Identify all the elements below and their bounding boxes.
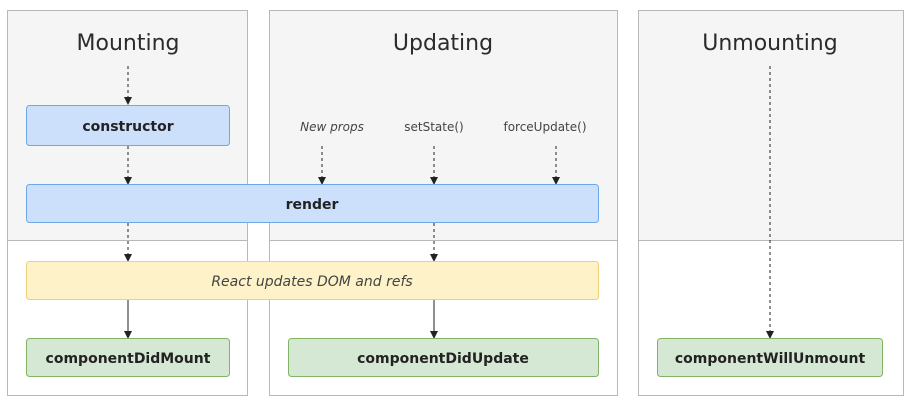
will-unmount-label: componentWillUnmount <box>675 351 866 367</box>
trigger-set-state: setState() <box>404 120 463 134</box>
phase-title-updating: Updating <box>393 31 493 56</box>
render-box: render <box>26 184 599 223</box>
did-update-label: componentDidUpdate <box>357 351 529 367</box>
phase-title-mounting: Mounting <box>77 31 180 56</box>
constructor-label: constructor <box>82 119 173 135</box>
phase-panel-unmounting <box>638 10 904 396</box>
trigger-new-props: New props <box>300 120 364 134</box>
constructor-box: constructor <box>26 105 230 146</box>
did-mount-label: componentDidMount <box>46 351 211 367</box>
did-update-box: componentDidUpdate <box>288 338 599 377</box>
trigger-force-update: forceUpdate() <box>503 120 586 134</box>
dom-update-label: React updates DOM and refs <box>211 274 412 290</box>
will-unmount-box: componentWillUnmount <box>657 338 883 377</box>
did-mount-box: componentDidMount <box>26 338 230 377</box>
phase-title-unmounting: Unmounting <box>702 31 837 56</box>
render-label: render <box>286 197 339 213</box>
dom-update-box: React updates DOM and refs <box>26 261 599 300</box>
